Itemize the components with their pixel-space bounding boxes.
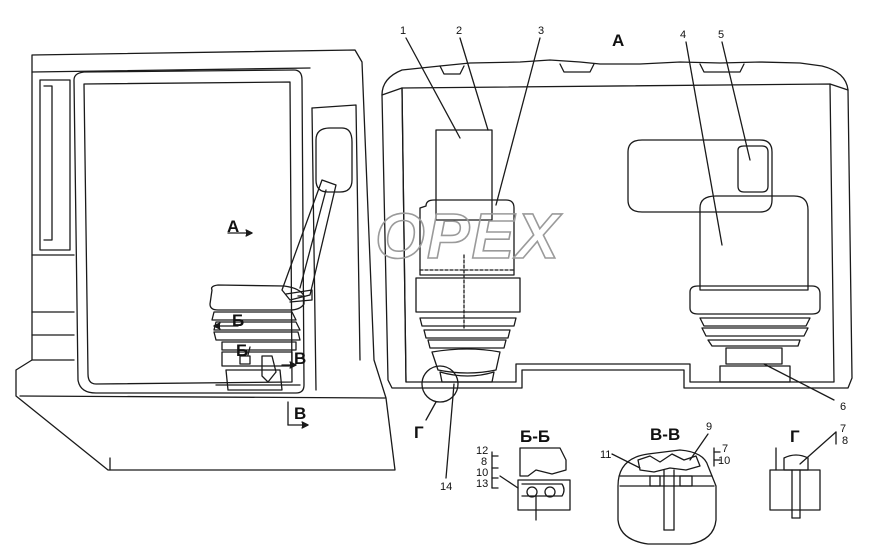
- callout-2: 2: [456, 25, 463, 37]
- vv-callout-7: 7: [722, 443, 729, 455]
- callout-6: 6: [840, 401, 847, 413]
- section-bb-title: Б-Б: [520, 427, 551, 446]
- vv-callout-11: 11: [600, 449, 612, 461]
- section-vv-detail: [611, 433, 721, 545]
- view-a-cab-front: [381, 37, 853, 479]
- callout-5: 5: [718, 29, 725, 41]
- g-callout-7: 7: [840, 423, 847, 435]
- section-vv-title: В-В: [650, 425, 681, 444]
- cab-side-view: [15, 49, 396, 471]
- section-bb-detail: [491, 447, 571, 521]
- detail-g: [769, 431, 837, 519]
- vv-callout-10: 10: [718, 455, 731, 467]
- section-b-label-lower: Б: [236, 341, 249, 360]
- detail-g-title: Г: [790, 427, 800, 446]
- bb-callout-13: 13: [476, 478, 489, 490]
- callout-3: 3: [538, 25, 545, 37]
- callout-1: 1: [400, 25, 407, 37]
- g-callout-8: 8: [842, 435, 849, 447]
- view-a-arrow-label: А: [227, 217, 240, 236]
- view-a-title: А: [612, 31, 625, 50]
- callout-4: 4: [680, 29, 687, 41]
- detail-g-label: Г: [414, 423, 424, 442]
- bb-callout-8: 8: [481, 456, 488, 468]
- callout-14: 14: [440, 481, 453, 493]
- bb-callout-12: 12: [476, 445, 489, 457]
- section-b-label-upper: Б: [232, 311, 245, 330]
- section-v-label-right: В: [294, 349, 307, 368]
- section-v-label-bottom: В: [294, 404, 307, 423]
- vv-callout-9: 9: [706, 421, 713, 433]
- bb-callout-10: 10: [476, 467, 489, 479]
- watermark-text: OPEX: [375, 200, 562, 272]
